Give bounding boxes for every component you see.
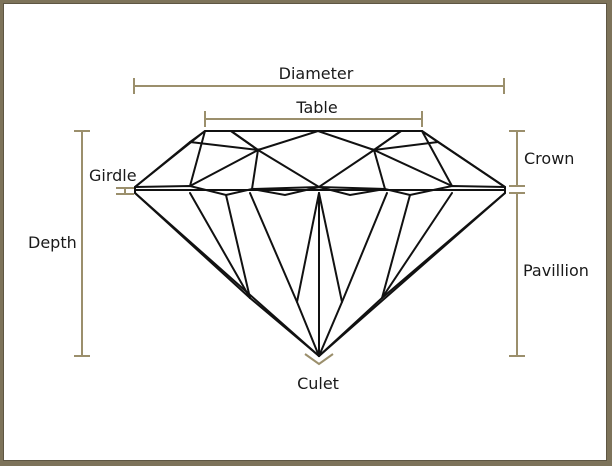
- diameter-dimension: [133, 78, 505, 94]
- girdle-dimension: [116, 187, 134, 195]
- diagram-frame: [3, 3, 607, 461]
- table-dimension: [204, 111, 423, 127]
- depth-label: Depth: [28, 233, 77, 252]
- pavillion-dimension: [509, 192, 525, 357]
- table-label: Table: [295, 98, 337, 117]
- crown-dimension: [509, 130, 525, 187]
- culet-pointer: [304, 353, 334, 366]
- girdle-label: Girdle: [89, 166, 137, 185]
- depth-dimension: [74, 130, 90, 357]
- culet-label: Culet: [297, 374, 339, 393]
- crown-label: Crown: [524, 149, 574, 168]
- pavillion-label: Pavillion: [523, 261, 589, 280]
- diamond-outline: [134, 129, 506, 358]
- diameter-label: Diameter: [279, 64, 354, 83]
